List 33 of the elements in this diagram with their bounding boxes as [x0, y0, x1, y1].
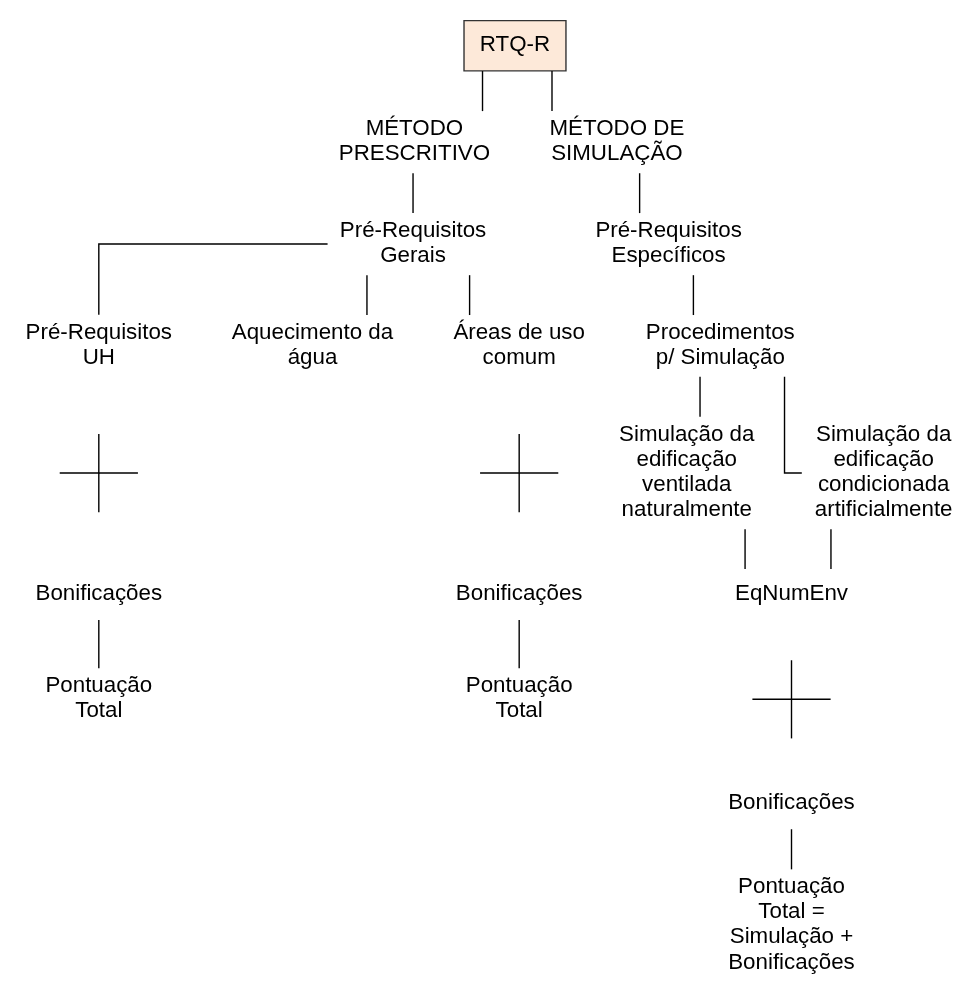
node-text: Aquecimento da água: [231, 318, 394, 369]
node-box: RTQ-R: [463, 19, 567, 72]
connector: [366, 274, 368, 316]
node-text: MÉTODO DE SIMULAÇÃO: [549, 114, 685, 165]
connector: [783, 375, 803, 474]
node-text: Simulação da edificação condicionada artificialmente: [814, 420, 953, 521]
node-text: Bonificações: [455, 579, 583, 605]
node-text: Pré-Requisitos UH: [25, 318, 173, 369]
connector: [412, 172, 414, 214]
connector: [638, 172, 641, 214]
node-text: Bonificações: [728, 788, 855, 814]
node-text: Pré-Requisitos Específicos: [595, 216, 742, 267]
node-text: Bonificações: [35, 579, 163, 605]
node-text: Pontuação Total = Simulação + Bonificações: [728, 872, 855, 974]
node-text: Pontuação Total: [465, 671, 573, 722]
connector: [98, 242, 329, 316]
connector: [790, 828, 793, 870]
node-text: Pontuação Total: [45, 671, 153, 722]
node-text: Pré-Requisitos Gerais: [339, 216, 487, 267]
connector: [692, 274, 695, 316]
connector: [481, 69, 484, 112]
node-text: Procedimentos p/ Simulação: [645, 318, 795, 369]
connector: [551, 69, 553, 112]
connector: [98, 618, 100, 669]
node-text: MÉTODO PRESCRITIVO: [338, 114, 491, 165]
connector: [468, 274, 471, 316]
node-text: Áreas de uso comum: [453, 318, 585, 369]
connector: [518, 618, 520, 669]
connector: [830, 528, 832, 570]
connector: [744, 528, 746, 570]
node-text: Simulação da edificação ventilada naturalmente: [619, 420, 755, 521]
connector: [699, 375, 701, 417]
node-text: EqNumEnv: [735, 579, 848, 605]
